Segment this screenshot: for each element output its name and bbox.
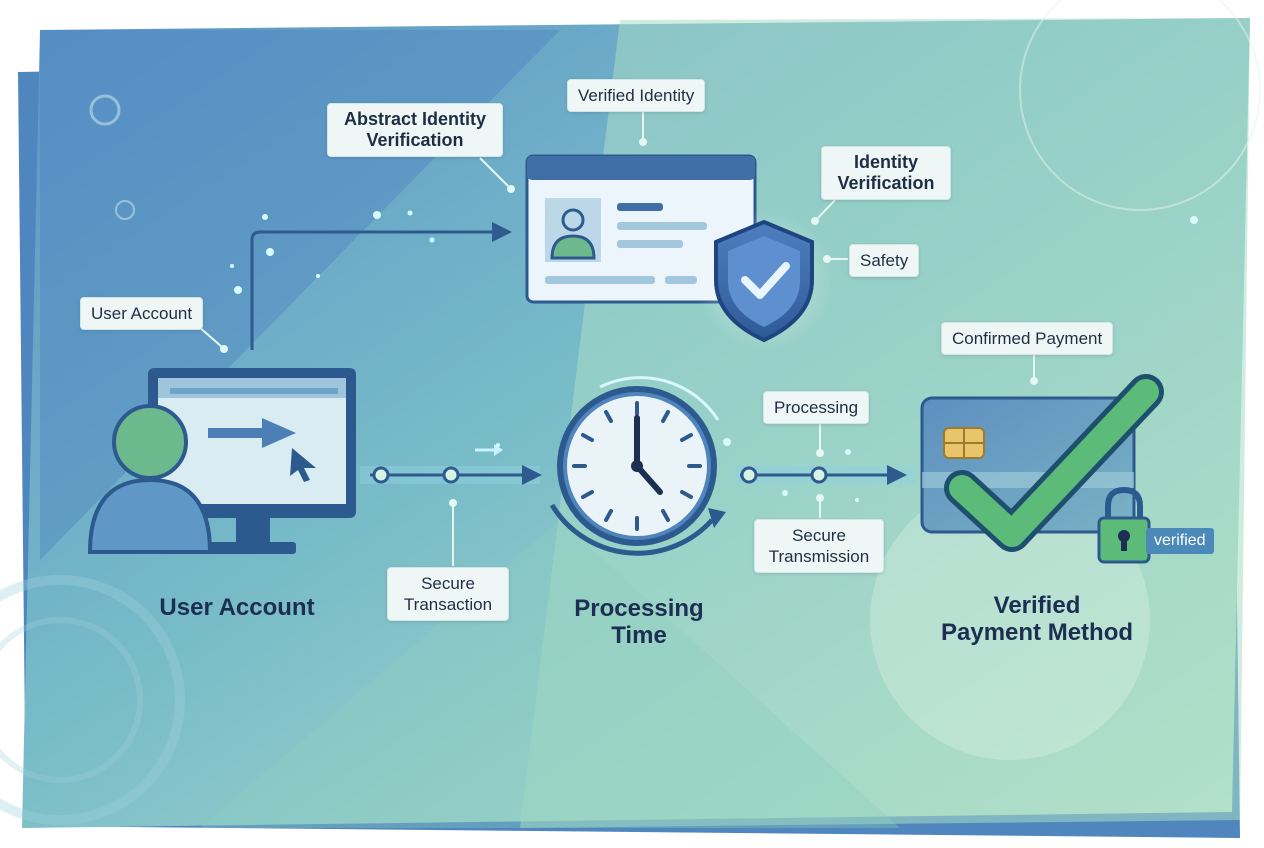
callout-line: Secure — [792, 526, 846, 545]
stage-title-processing-time: Processing Time — [539, 595, 739, 649]
callout-safety: Safety — [849, 244, 920, 277]
callout-line: Verification — [366, 130, 464, 150]
callout-confirmed-payment: Confirmed Payment — [941, 322, 1114, 355]
stage-title-line: Processing — [574, 595, 704, 622]
checkmark-icon — [944, 374, 1164, 552]
callout-secure-transaction: Secure Transaction — [387, 567, 509, 621]
callout-verified-identity: Verified Identity — [567, 79, 706, 112]
padlock-icon — [1097, 486, 1151, 564]
arrow-right-icon — [208, 418, 296, 448]
callout-line: Abstract Identity — [343, 109, 487, 129]
callout-secure-transmission: Secure Transmission — [754, 519, 884, 573]
cursor-icon — [290, 448, 316, 482]
stage-title-line: Verified — [993, 592, 1081, 619]
user-icon — [87, 404, 213, 554]
callout-user-account: User Account — [80, 297, 204, 330]
verified-badge: verified — [1146, 528, 1214, 554]
callout-line: Secure — [421, 574, 475, 593]
callout-line: Verification — [837, 173, 935, 193]
flow-line-1 — [360, 444, 542, 485]
callout-line: Transmission — [768, 547, 870, 566]
stage-title-user-account: User Account — [159, 594, 315, 621]
stage-title-line: Time — [611, 622, 667, 649]
stage-title-verified-payment-method: Verified Payment Method — [917, 592, 1157, 646]
callout-identity-verification: Identity Verification — [821, 146, 951, 200]
shield-check-icon — [694, 210, 834, 350]
callout-processing: Processing — [763, 391, 870, 424]
stage-title-line: Payment Method — [940, 619, 1134, 646]
clock-icon — [549, 376, 726, 556]
flow-line-2 — [735, 465, 915, 485]
callout-line: Identity — [853, 152, 918, 172]
connector-to-id-card — [250, 222, 512, 350]
callout-abstract-identity-verification: Abstract Identity Verification — [327, 103, 503, 157]
callout-line: Transaction — [403, 595, 493, 614]
